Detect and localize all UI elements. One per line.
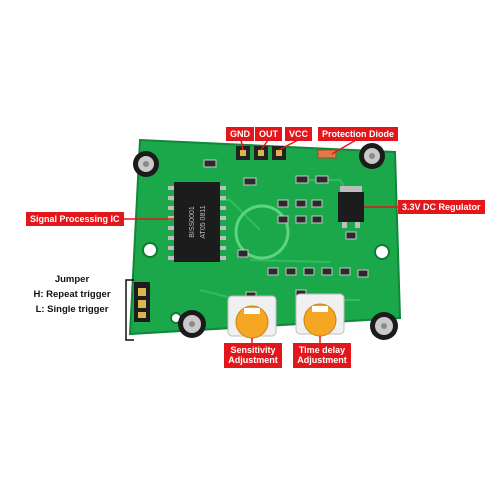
signal-ic-label: Signal Processing IC	[26, 212, 124, 227]
gnd-label: GND	[226, 127, 254, 142]
sensitivity-label-line1: Sensitivity	[230, 345, 276, 355]
time-delay-label-line2: Adjustment	[297, 355, 347, 366]
capacitor-top-right	[359, 143, 385, 169]
jumper-legend: Jumper H: Repeat trigger L: Single trigg…	[22, 272, 122, 318]
header-pins	[236, 146, 286, 160]
mounting-hole	[142, 242, 158, 258]
sensitivity-potentiometer	[227, 295, 277, 339]
vcc-label: VCC	[285, 127, 313, 142]
center-pad-ring	[234, 204, 290, 260]
time-delay-label-line1: Time delay	[298, 345, 346, 355]
chip-marking-line1: BISS0001	[189, 206, 196, 238]
jumper-repeat-trigger: H: Repeat trigger	[33, 289, 111, 301]
callout-lines	[118, 139, 398, 343]
time-delay-label: Time delay Adjustment	[293, 343, 351, 368]
jumper-header	[134, 282, 150, 322]
sensitivity-label-line2: Adjustment	[228, 355, 278, 366]
voltage-regulator	[338, 186, 364, 228]
protection-diode-label: Protection Diode	[318, 127, 399, 142]
jumper-title: Jumper	[54, 274, 90, 285]
signal-processing-ic: BISS0001 AT05 0811	[168, 182, 226, 262]
jumper-bracket	[125, 279, 134, 341]
mounting-hole	[374, 244, 390, 260]
capacitor-left	[133, 151, 159, 177]
regulator-label: 3.3V DC Regulator	[398, 200, 485, 215]
protection-diode	[317, 149, 337, 159]
out-label: OUT	[255, 127, 282, 142]
jumper-single-trigger: L: Single trigger	[35, 304, 109, 316]
time-delay-potentiometer	[295, 293, 345, 337]
chip-marking-line2: AT05 0811	[200, 205, 207, 238]
capacitor-bottom-left	[178, 310, 206, 338]
capacitor-bottom-right	[370, 312, 398, 340]
sensitivity-label: Sensitivity Adjustment	[224, 343, 282, 368]
